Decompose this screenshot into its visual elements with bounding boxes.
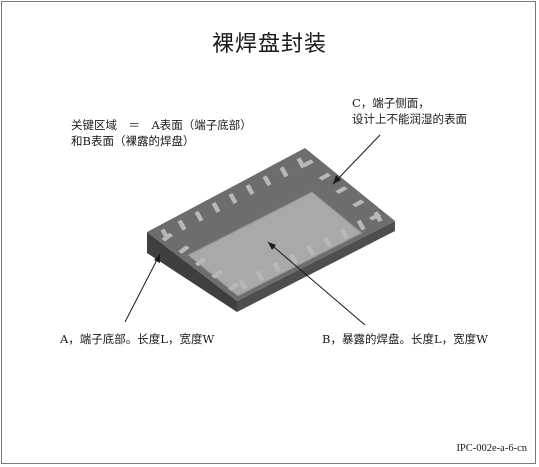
arrowhead-c xyxy=(333,175,341,184)
leader-line-b xyxy=(267,241,366,326)
terminal-pad xyxy=(279,166,289,178)
callout-c-line-2: 设计上不能润湿的表面 xyxy=(352,112,467,126)
terminal-pad xyxy=(177,219,187,231)
terminal-pad xyxy=(245,184,255,196)
key-area-line-2: 和B表面（裸露的焊盘） xyxy=(71,134,195,148)
terminal-pad xyxy=(368,212,382,221)
terminal-pad xyxy=(228,192,238,205)
terminal-pad xyxy=(352,199,365,208)
terminal-pad xyxy=(255,270,265,282)
key-area-note: 关键区域 ＝ A表面（端子底部） 和B表面（裸露的焊盘） xyxy=(71,117,252,149)
qfn-package xyxy=(147,148,395,312)
terminal-pad xyxy=(306,245,315,256)
terminal-pad xyxy=(262,175,272,187)
exposed-pad xyxy=(187,191,363,297)
leader-arrowheads xyxy=(154,175,341,263)
terminal-pad xyxy=(356,219,366,231)
arrowhead-a xyxy=(154,254,160,263)
leader-line-c xyxy=(332,134,381,185)
terminal-pad xyxy=(289,253,299,265)
terminal-pad xyxy=(178,245,190,254)
terminal-row xyxy=(160,157,383,292)
terminal-pad xyxy=(272,261,282,273)
terminal-pad xyxy=(227,282,240,292)
terminal-pad xyxy=(339,228,349,240)
terminal-pad xyxy=(335,186,348,194)
terminal-pad xyxy=(318,172,331,181)
callout-c-label: C，端子侧面， 设计上不能润湿的表面 xyxy=(352,95,467,127)
callout-c-line-1: C，端子侧面， xyxy=(352,96,430,110)
leader-line-a xyxy=(124,253,161,323)
package-front-face xyxy=(147,232,237,312)
terminal-pad xyxy=(194,210,204,222)
figure-title: 裸焊盘封装 xyxy=(211,32,327,57)
callout-a-label: A，端子底部。长度L，宽度W xyxy=(60,332,215,346)
leader-lines xyxy=(124,134,381,326)
terminal-pad xyxy=(238,278,248,290)
package-right-face xyxy=(237,221,395,312)
terminal-pad xyxy=(211,270,223,279)
figure-code: IPC-002e-a-6-cn xyxy=(456,443,527,454)
terminal-pad xyxy=(322,236,332,248)
arrowhead-b xyxy=(268,242,276,250)
terminal-pad xyxy=(301,159,315,168)
terminal-pad xyxy=(211,201,221,213)
terminal-pad xyxy=(161,232,174,242)
key-area-line-1: 关键区域 ＝ A表面（端子底部） xyxy=(71,118,252,132)
terminal-pad xyxy=(296,157,306,169)
terminal-pad xyxy=(194,257,207,267)
callout-b-label: B，暴露的焊盘。长度L，宽度W xyxy=(322,332,488,346)
